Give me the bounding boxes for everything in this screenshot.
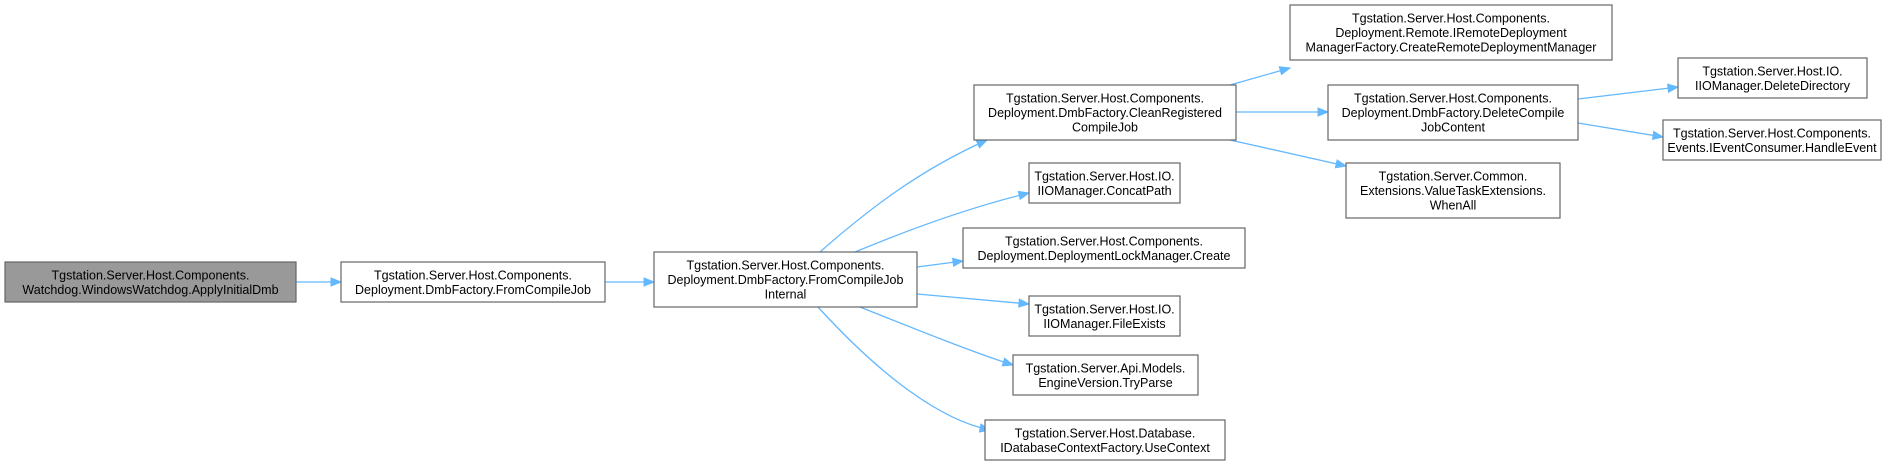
arrowhead-icon — [643, 277, 656, 287]
node-label-line: Tgstation.Server.Host.IO. — [1034, 169, 1174, 183]
node-label-line: Deployment.Remote.IRemoteDeployment — [1335, 26, 1567, 40]
node-box — [653, 251, 918, 308]
edges-layer — [296, 66, 1680, 433]
node-label-line: Tgstation.Server.Host.IO. — [1702, 64, 1842, 78]
node-label-line: Deployment.DeploymentLockManager.Create — [978, 249, 1231, 263]
edge-line — [817, 306, 991, 431]
edge-n1-to-n2 — [296, 277, 343, 287]
arrowhead-icon — [1017, 190, 1031, 201]
node-label-line: Tgstation.Server.Host.Components. — [686, 259, 884, 273]
node-label-line: EngineVersion.TryParse — [1038, 376, 1172, 390]
node-n13[interactable]: Tgstation.Server.Host.IO.IIOManager.Dele… — [1677, 57, 1868, 99]
edge-line — [1577, 86, 1679, 100]
node-box — [1677, 57, 1868, 99]
node-label-line: Watchdog.WindowsWatchdog.ApplyInitialDmb — [22, 283, 278, 297]
node-n10[interactable]: Tgstation.Server.Host.Components.Deploym… — [1289, 4, 1613, 61]
arrowhead-icon — [1018, 298, 1031, 308]
node-label-line: Tgstation.Server.Host.IO. — [1034, 302, 1174, 316]
node-label-line: ManagerFactory.CreateRemoteDeploymentMan… — [1306, 41, 1597, 55]
edge-n11-to-n14 — [1577, 122, 1665, 140]
edge-n3-to-n8 — [859, 306, 1015, 367]
node-label-line: Internal — [765, 288, 807, 302]
edge-n11-to-n13 — [1577, 83, 1680, 100]
node-box — [1289, 4, 1613, 61]
node-box — [984, 419, 1226, 461]
edge-n2-to-n3 — [605, 277, 656, 287]
node-label-line: Tgstation.Server.Host.Components. — [1354, 92, 1552, 106]
arrowhead-icon — [1651, 130, 1665, 140]
node-n2[interactable]: Tgstation.Server.Host.Components.Deploym… — [340, 261, 606, 303]
node-n6[interactable]: Tgstation.Server.Host.Components.Deploym… — [962, 227, 1246, 269]
node-label-line: Tgstation.Server.Common. — [1379, 170, 1528, 184]
node-label-line: Tgstation.Server.Host.Database. — [1015, 426, 1196, 440]
node-n11[interactable]: Tgstation.Server.Host.Components.Deploym… — [1327, 84, 1579, 141]
node-n14[interactable]: Tgstation.Server.Host.Components.Events.… — [1662, 119, 1882, 161]
node-label-line: JobContent — [1421, 121, 1485, 135]
edge-n3-to-n9 — [817, 306, 992, 433]
node-box — [1028, 162, 1181, 204]
edge-line — [916, 293, 1030, 305]
nodes-layer: Tgstation.Server.Host.Components.Watchdo… — [4, 4, 1882, 461]
node-label-line: Events.IEventConsumer.HandleEvent — [1667, 141, 1877, 155]
node-label-line: Tgstation.Server.Host.Components. — [51, 268, 249, 282]
node-label-line: Tgstation.Server.Host.Components. — [1673, 126, 1871, 140]
edge-n3-to-n7 — [916, 293, 1031, 308]
edge-n3-to-n4 — [819, 139, 989, 253]
node-n5[interactable]: Tgstation.Server.Host.IO.IIOManager.Conc… — [1028, 162, 1181, 204]
node-label-line: Deployment.DmbFactory.DeleteCompile — [1342, 106, 1565, 120]
node-box — [1345, 162, 1561, 219]
edge-n4-to-n12 — [1229, 139, 1348, 169]
node-label-line: Deployment.DmbFactory.CleanRegistered — [988, 106, 1222, 120]
edge-line — [819, 139, 988, 253]
node-box — [962, 227, 1246, 269]
node-label-line: IIOManager.FileExists — [1043, 317, 1165, 331]
edge-line — [859, 306, 1014, 366]
node-n9[interactable]: Tgstation.Server.Host.Database.IDatabase… — [984, 419, 1226, 461]
arrowhead-icon — [1334, 159, 1348, 169]
node-label-line: IIOManager.DeleteDirectory — [1695, 79, 1851, 93]
node-label-line: Tgstation.Server.Api.Models. — [1026, 361, 1186, 375]
node-label-line: Tgstation.Server.Host.Components. — [1005, 234, 1203, 248]
node-label-line: WhenAll — [1430, 199, 1477, 213]
node-box — [1028, 295, 1181, 337]
node-label-line: Tgstation.Server.Host.Components. — [1352, 12, 1550, 26]
node-n1[interactable]: Tgstation.Server.Host.Components.Watchdo… — [4, 261, 297, 303]
edge-line — [1229, 139, 1347, 167]
node-n7[interactable]: Tgstation.Server.Host.IO.IIOManager.File… — [1028, 295, 1181, 337]
node-label-line: IDatabaseContextFactory.UseContext — [1000, 441, 1210, 455]
arrowhead-icon — [951, 257, 965, 268]
node-label-line: Extensions.ValueTaskExtensions. — [1360, 184, 1546, 198]
node-box — [973, 84, 1237, 141]
arrowhead-icon — [330, 277, 343, 287]
node-n4[interactable]: Tgstation.Server.Host.Components.Deploym… — [973, 84, 1237, 141]
arrowhead-icon — [1278, 66, 1292, 76]
node-box — [1662, 119, 1882, 161]
node-box — [1327, 84, 1579, 141]
root-node-box — [4, 261, 297, 303]
node-label-line: Tgstation.Server.Host.Components. — [374, 268, 572, 282]
node-n12[interactable]: Tgstation.Server.Common.Extensions.Value… — [1345, 162, 1561, 219]
edge-n4-to-n10 — [1229, 66, 1292, 86]
node-box — [1012, 354, 1199, 396]
edge-n3-to-n6 — [916, 257, 965, 268]
node-label-line: CompileJob — [1072, 121, 1138, 135]
arrowhead-icon — [1317, 107, 1330, 117]
edge-line — [854, 192, 1030, 253]
edge-n4-to-n11 — [1236, 107, 1330, 117]
arrowhead-icon — [975, 139, 989, 149]
node-label-line: IIOManager.ConcatPath — [1037, 184, 1171, 198]
node-n8[interactable]: Tgstation.Server.Api.Models.EngineVersio… — [1012, 354, 1199, 396]
node-label-line: Deployment.DmbFactory.FromCompileJob — [668, 273, 904, 287]
node-box — [340, 261, 606, 303]
edge-line — [1577, 122, 1664, 138]
node-label-line: Deployment.DmbFactory.FromCompileJob — [355, 283, 591, 297]
node-n3[interactable]: Tgstation.Server.Host.Components.Deploym… — [653, 251, 918, 308]
arrowhead-icon — [1667, 83, 1680, 93]
arrowhead-icon — [1001, 357, 1015, 367]
node-label-line: Tgstation.Server.Host.Components. — [1006, 92, 1204, 106]
edge-n3-to-n5 — [854, 190, 1031, 253]
